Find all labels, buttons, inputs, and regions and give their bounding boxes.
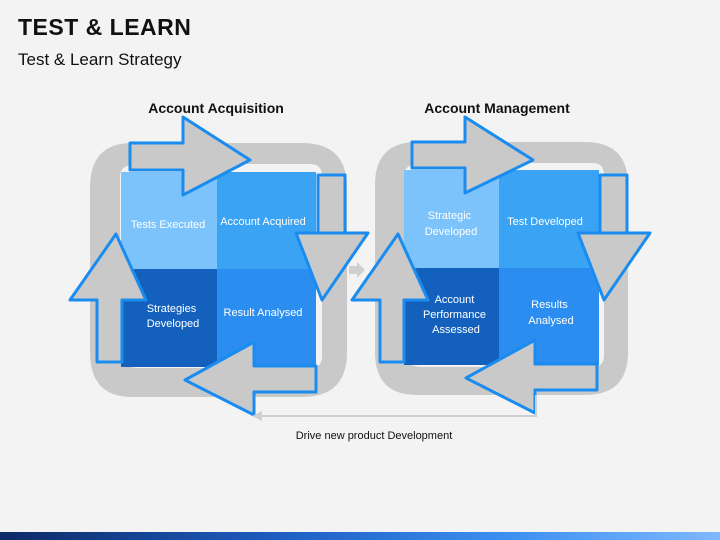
- cycle-arrow-bottom: [183, 340, 318, 417]
- cycle-heading-management: Account Management: [424, 100, 570, 116]
- quadrant-label: Account Acquired: [220, 216, 306, 228]
- quadrant-label: Result Analysed: [224, 307, 303, 319]
- cycle-arrow-left: [350, 232, 430, 364]
- slide-title: TEST & LEARN: [18, 14, 192, 40]
- feedback-arrowhead: [252, 411, 262, 421]
- cycle-acquisition: Tests Executed Account Acquired Strategi…: [68, 115, 370, 417]
- quadrant-tests-executed: [121, 172, 217, 269]
- feedback-connector: [262, 395, 537, 417]
- cycle-arrow-right: [576, 173, 652, 302]
- feedback-label: Drive new product Development: [296, 430, 453, 442]
- quadrant-result-analysed: [217, 269, 316, 367]
- footer-bar: [0, 532, 720, 540]
- quadrant-label: Test Developed: [507, 216, 583, 228]
- quadrant-strategic-developed: [404, 170, 499, 268]
- cycle-management: Strategic Developed Test Developed Accou…: [350, 115, 652, 415]
- cycle-arrow-right: [294, 173, 370, 302]
- quadrant-label: Tests Executed: [131, 219, 206, 231]
- cycle-arrow-top: [128, 115, 252, 197]
- cycle-frame: [90, 143, 347, 397]
- cycle-heading-acquisition: Account Acquisition: [148, 100, 284, 116]
- quadrant-results-analysed: [499, 268, 599, 365]
- quadrant-label: Account Performance Assessed: [423, 294, 489, 336]
- quadrant-account-acquired: [217, 172, 316, 269]
- quadrant-label: Strategic Developed: [425, 210, 478, 238]
- slide-subtitle: Test & Learn Strategy: [18, 50, 182, 69]
- quadrant-label: Strategies Developed: [147, 303, 200, 330]
- connector-arrow: [349, 262, 365, 278]
- cycle-arrow-left: [68, 232, 148, 364]
- quadrant-label: Results Analysed: [528, 299, 573, 327]
- cycle-arrow-top: [410, 115, 535, 195]
- quadrant-test-developed: [499, 170, 599, 268]
- cycle-frame: [375, 142, 628, 395]
